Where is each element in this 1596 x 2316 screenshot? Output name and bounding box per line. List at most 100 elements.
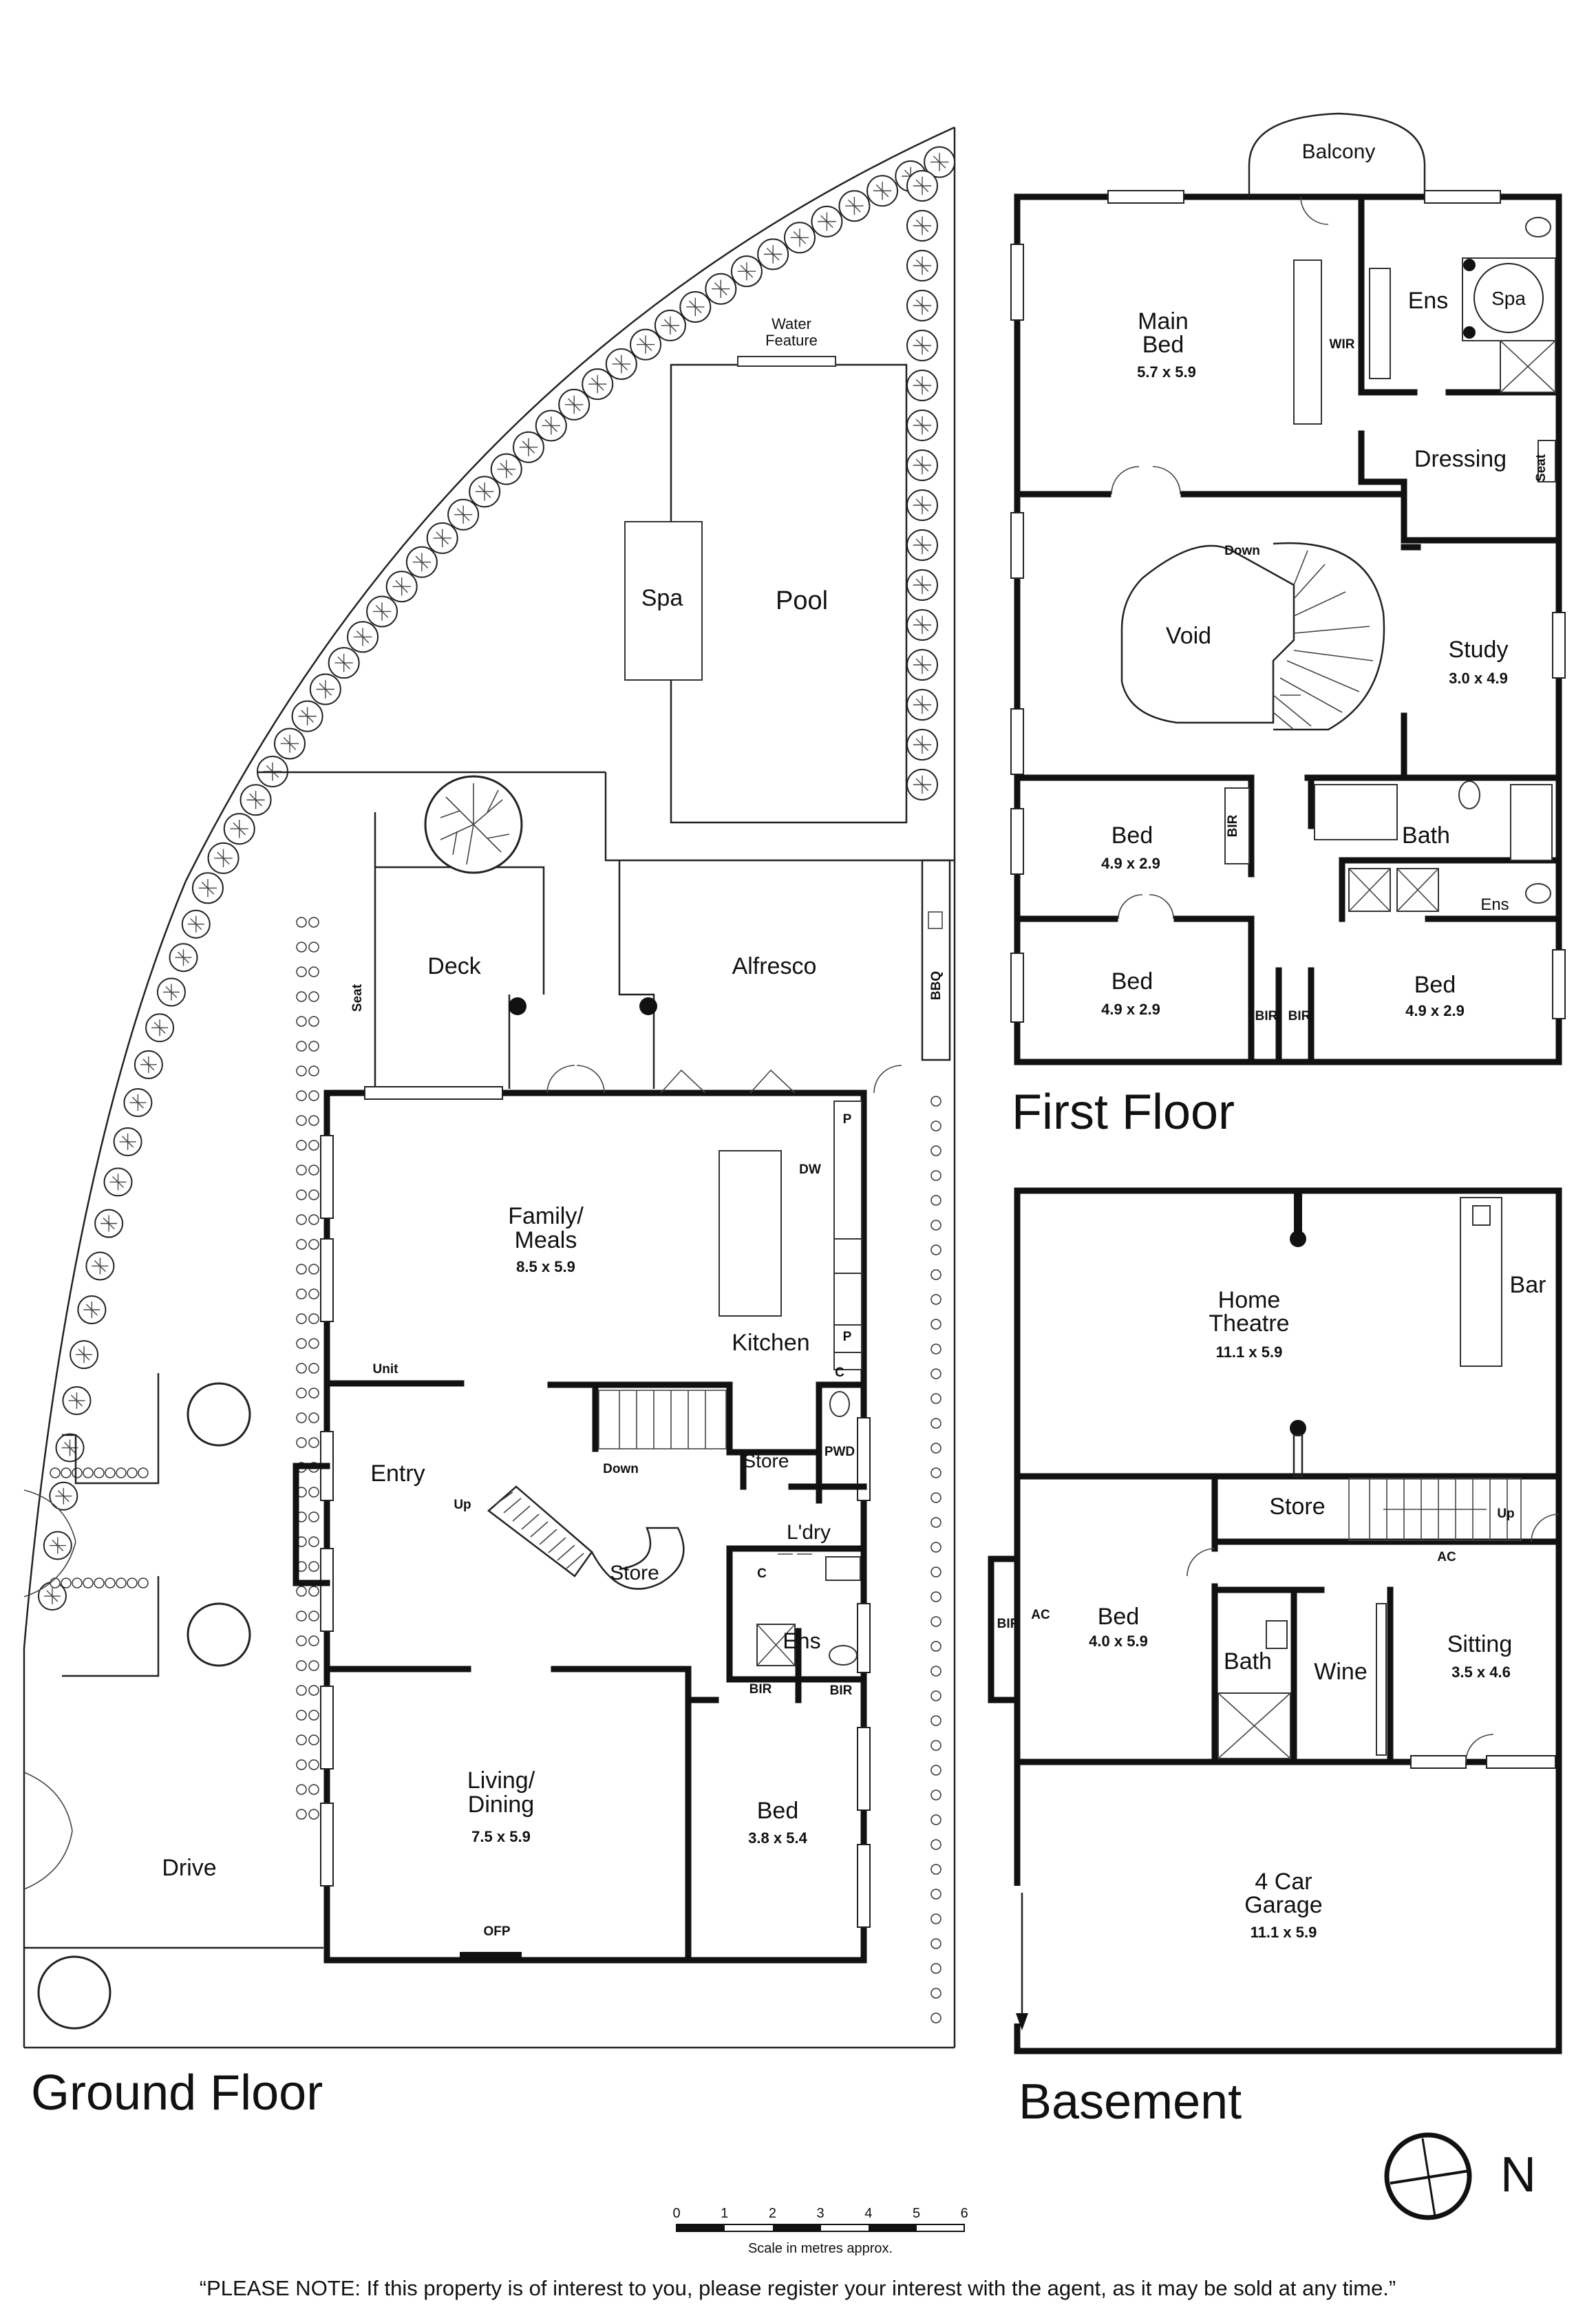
shrub-icon [385,571,418,603]
window-west-4 [320,1548,334,1632]
ff-window-e1 [1552,612,1566,679]
label-bath-first: Bath [1402,822,1450,849]
compass-needle-icon [1390,2169,1470,2185]
label-study-dim: 3.0 x 4.9 [1449,670,1508,687]
pebble-icon [127,1577,138,1589]
shrub-icon [85,1251,115,1281]
shrub-icon [906,410,938,441]
shrub-icon [70,1340,99,1370]
shrub-icon [490,453,522,485]
pebble-icon [308,1041,319,1052]
pebble-icon [930,1740,941,1751]
pebble-icon [930,1616,941,1627]
wall-stair [547,1381,822,1456]
bs-window-2 [1486,1755,1556,1769]
pebble-icon [116,1467,127,1478]
shrub-icon [906,370,938,401]
ff-window-n1 [1107,190,1184,204]
shrub-icon [582,368,614,401]
pebble-icon [296,1140,307,1151]
ff-wall-dressing-s [1401,478,1562,544]
pebble-icon [296,1809,307,1820]
pebble-icon [50,1577,61,1589]
pebble-icon [296,1660,307,1671]
pebble-icon [296,1189,307,1200]
label-bir-g2: BIR [830,1683,853,1698]
label-bed3-first: Bed [1414,972,1456,998]
label-balcony: Balcony [1302,140,1376,163]
shrub-icon [347,621,379,653]
ens-vanity [1369,268,1391,379]
label-p2: P [843,1330,852,1344]
garden-tree-1 [187,1382,251,1447]
pebble-icon [296,1016,307,1027]
ground-floor-plan [23,126,956,2049]
ff-window-w4 [1010,808,1024,875]
ff-window-w2 [1010,512,1024,579]
label-theatre-1-line: Home [1218,1287,1281,1313]
toilet-pwd [829,1391,850,1417]
shrub-icon [328,647,360,679]
label-bath-basement: Bath [1224,1648,1272,1675]
label-bir-basement: BIR [997,1617,1020,1631]
shrub-icon [906,489,938,521]
pebble-icon [308,1809,319,1820]
label-store-2: Store [610,1562,659,1584]
pebble-strip-east [930,1096,941,2023]
label-main-bed-dim: 5.7 x 5.9 [1137,363,1196,381]
label-living-1-line: Living/ [467,1767,535,1794]
shower-cross [756,1624,796,1666]
label-bbq: BBQ [929,971,944,1000]
shrub-icon [55,1433,85,1463]
label-kitchen: Kitchen [732,1330,809,1356]
pebble-icon [308,1388,319,1399]
shrub-icon [924,146,956,178]
pebble-icon [930,1542,941,1553]
label-down-ground: Down [603,1462,639,1476]
drive-gate [23,1772,73,1890]
label-drive: Drive [162,1855,216,1881]
pebble-icon [296,1412,307,1423]
bed2-door [1118,894,1174,920]
shrub-icon [207,842,240,874]
garage-arrow [1016,2013,1028,2030]
post-left [509,997,526,1015]
ens-toilet [1525,217,1551,237]
label-ens-first: Ens [1408,288,1449,314]
label-ens-ground: Ens [783,1628,820,1653]
pebble-icon [308,1561,319,1572]
label-garage-dim: 11.1 x 5.9 [1251,1924,1317,1941]
ff-window-w1 [1010,244,1024,321]
shrub-icon [630,328,662,361]
shrub-icon [906,210,938,242]
ff-wall-dressing [1358,430,1407,485]
pebble-icon [105,1577,116,1589]
shrub-icon [679,290,712,323]
pebble-icon [138,1577,149,1589]
pebble-icon [308,966,319,977]
ens2-toilet [1525,883,1551,904]
spa-tap2 [1463,326,1476,339]
bs-wall-bath [1211,1586,1325,1765]
alfresco-edge [618,860,655,1089]
label-bed1-first-dim: 4.9 x 2.9 [1101,855,1160,872]
post-right [639,997,657,1015]
scale-tick-label: 6 [961,2206,968,2221]
ff-wall-bed3-n [1339,857,1562,922]
label-bar: Bar [1510,1272,1546,1298]
pebble-icon [296,1338,307,1349]
shrub-icon [605,348,637,380]
label-bed2-first: Bed [1111,968,1153,995]
pebble-icon [94,1467,105,1478]
side-gate [23,1489,76,1597]
spa-outline [624,521,703,681]
bir-cabinet [1224,787,1250,864]
label-living-1: Living/Dining [467,1767,535,1818]
label-ac-2: AC [1031,1608,1050,1622]
shrub-icon [223,813,255,845]
ens-shower-cross [1500,340,1556,393]
pebble-icon [930,1839,941,1850]
pebble-icon [296,1115,307,1126]
label-dressing: Dressing [1414,446,1507,472]
